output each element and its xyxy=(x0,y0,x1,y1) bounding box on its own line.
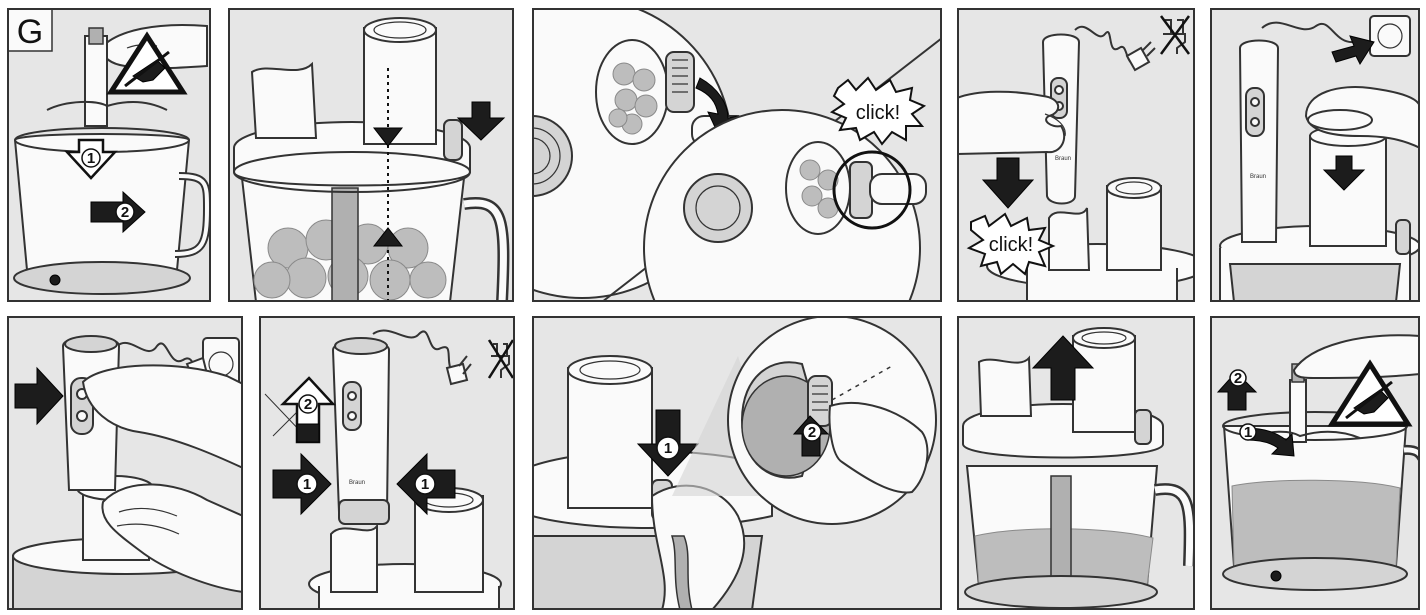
click-label: click! xyxy=(856,102,900,124)
arrow-up-icon: 2 xyxy=(1216,369,1258,411)
step-number: 2 xyxy=(121,204,129,221)
click-label: click! xyxy=(989,234,1033,256)
safety-warning-icon xyxy=(1327,359,1413,427)
arrow-left-icon: 1 xyxy=(396,452,456,516)
panel-step-5: Braun xyxy=(1210,8,1420,302)
section-letter: G xyxy=(17,13,43,51)
step-number: 1 xyxy=(1244,424,1252,441)
power-plug-icon xyxy=(1125,41,1156,72)
step-number: 2 xyxy=(1234,370,1242,387)
arrow-up-icon: 2 xyxy=(264,376,336,444)
panel-step-8: 1 2 xyxy=(532,316,942,610)
arrow-down-icon xyxy=(456,101,506,141)
step-number: 2 xyxy=(808,424,816,441)
arrow-right-icon: 2 xyxy=(90,190,146,234)
arrow-down-icon xyxy=(1322,155,1366,191)
arrow-right-icon: 1 xyxy=(272,452,332,516)
unplugged-crossed-icon xyxy=(487,339,515,379)
brand-mark: Braun xyxy=(349,480,365,486)
step-number: 2 xyxy=(304,396,312,413)
click-burst: click! xyxy=(829,76,927,146)
panel-step-4: Braun click! xyxy=(957,8,1195,302)
panel-step-6 xyxy=(7,316,243,610)
arrow-up-icon xyxy=(1031,335,1095,401)
arrow-up-icon: 2 xyxy=(792,415,830,457)
arrow-down-icon: 1 xyxy=(64,138,118,180)
rotate-arrow-icon: 1 xyxy=(1239,423,1295,457)
arrow-down-icon: 1 xyxy=(636,409,700,477)
panel-step-9 xyxy=(957,316,1195,610)
brand-mark: Braun xyxy=(1055,156,1071,162)
arrow-down-icon xyxy=(981,157,1035,209)
panel-step-7: Braun 2 1 1 xyxy=(259,316,515,610)
unplugged-crossed-icon xyxy=(1159,15,1191,55)
arrow-right-icon xyxy=(1331,35,1375,66)
arrow-right-icon xyxy=(14,366,64,426)
safety-warning-icon xyxy=(106,31,188,95)
panel-step-10: 2 1 xyxy=(1210,316,1420,610)
step-number: 1 xyxy=(303,476,311,493)
panel-step-3: click! xyxy=(532,8,942,302)
click-burst: click! xyxy=(966,212,1056,276)
panel-step-2 xyxy=(228,8,514,302)
step-number: 1 xyxy=(421,476,429,493)
step-number: 1 xyxy=(664,440,672,457)
brand-mark: Braun xyxy=(1250,174,1266,180)
power-plug-icon xyxy=(445,355,472,386)
step-number: 1 xyxy=(87,150,95,167)
panel-step-1: G 1 2 xyxy=(7,8,211,302)
